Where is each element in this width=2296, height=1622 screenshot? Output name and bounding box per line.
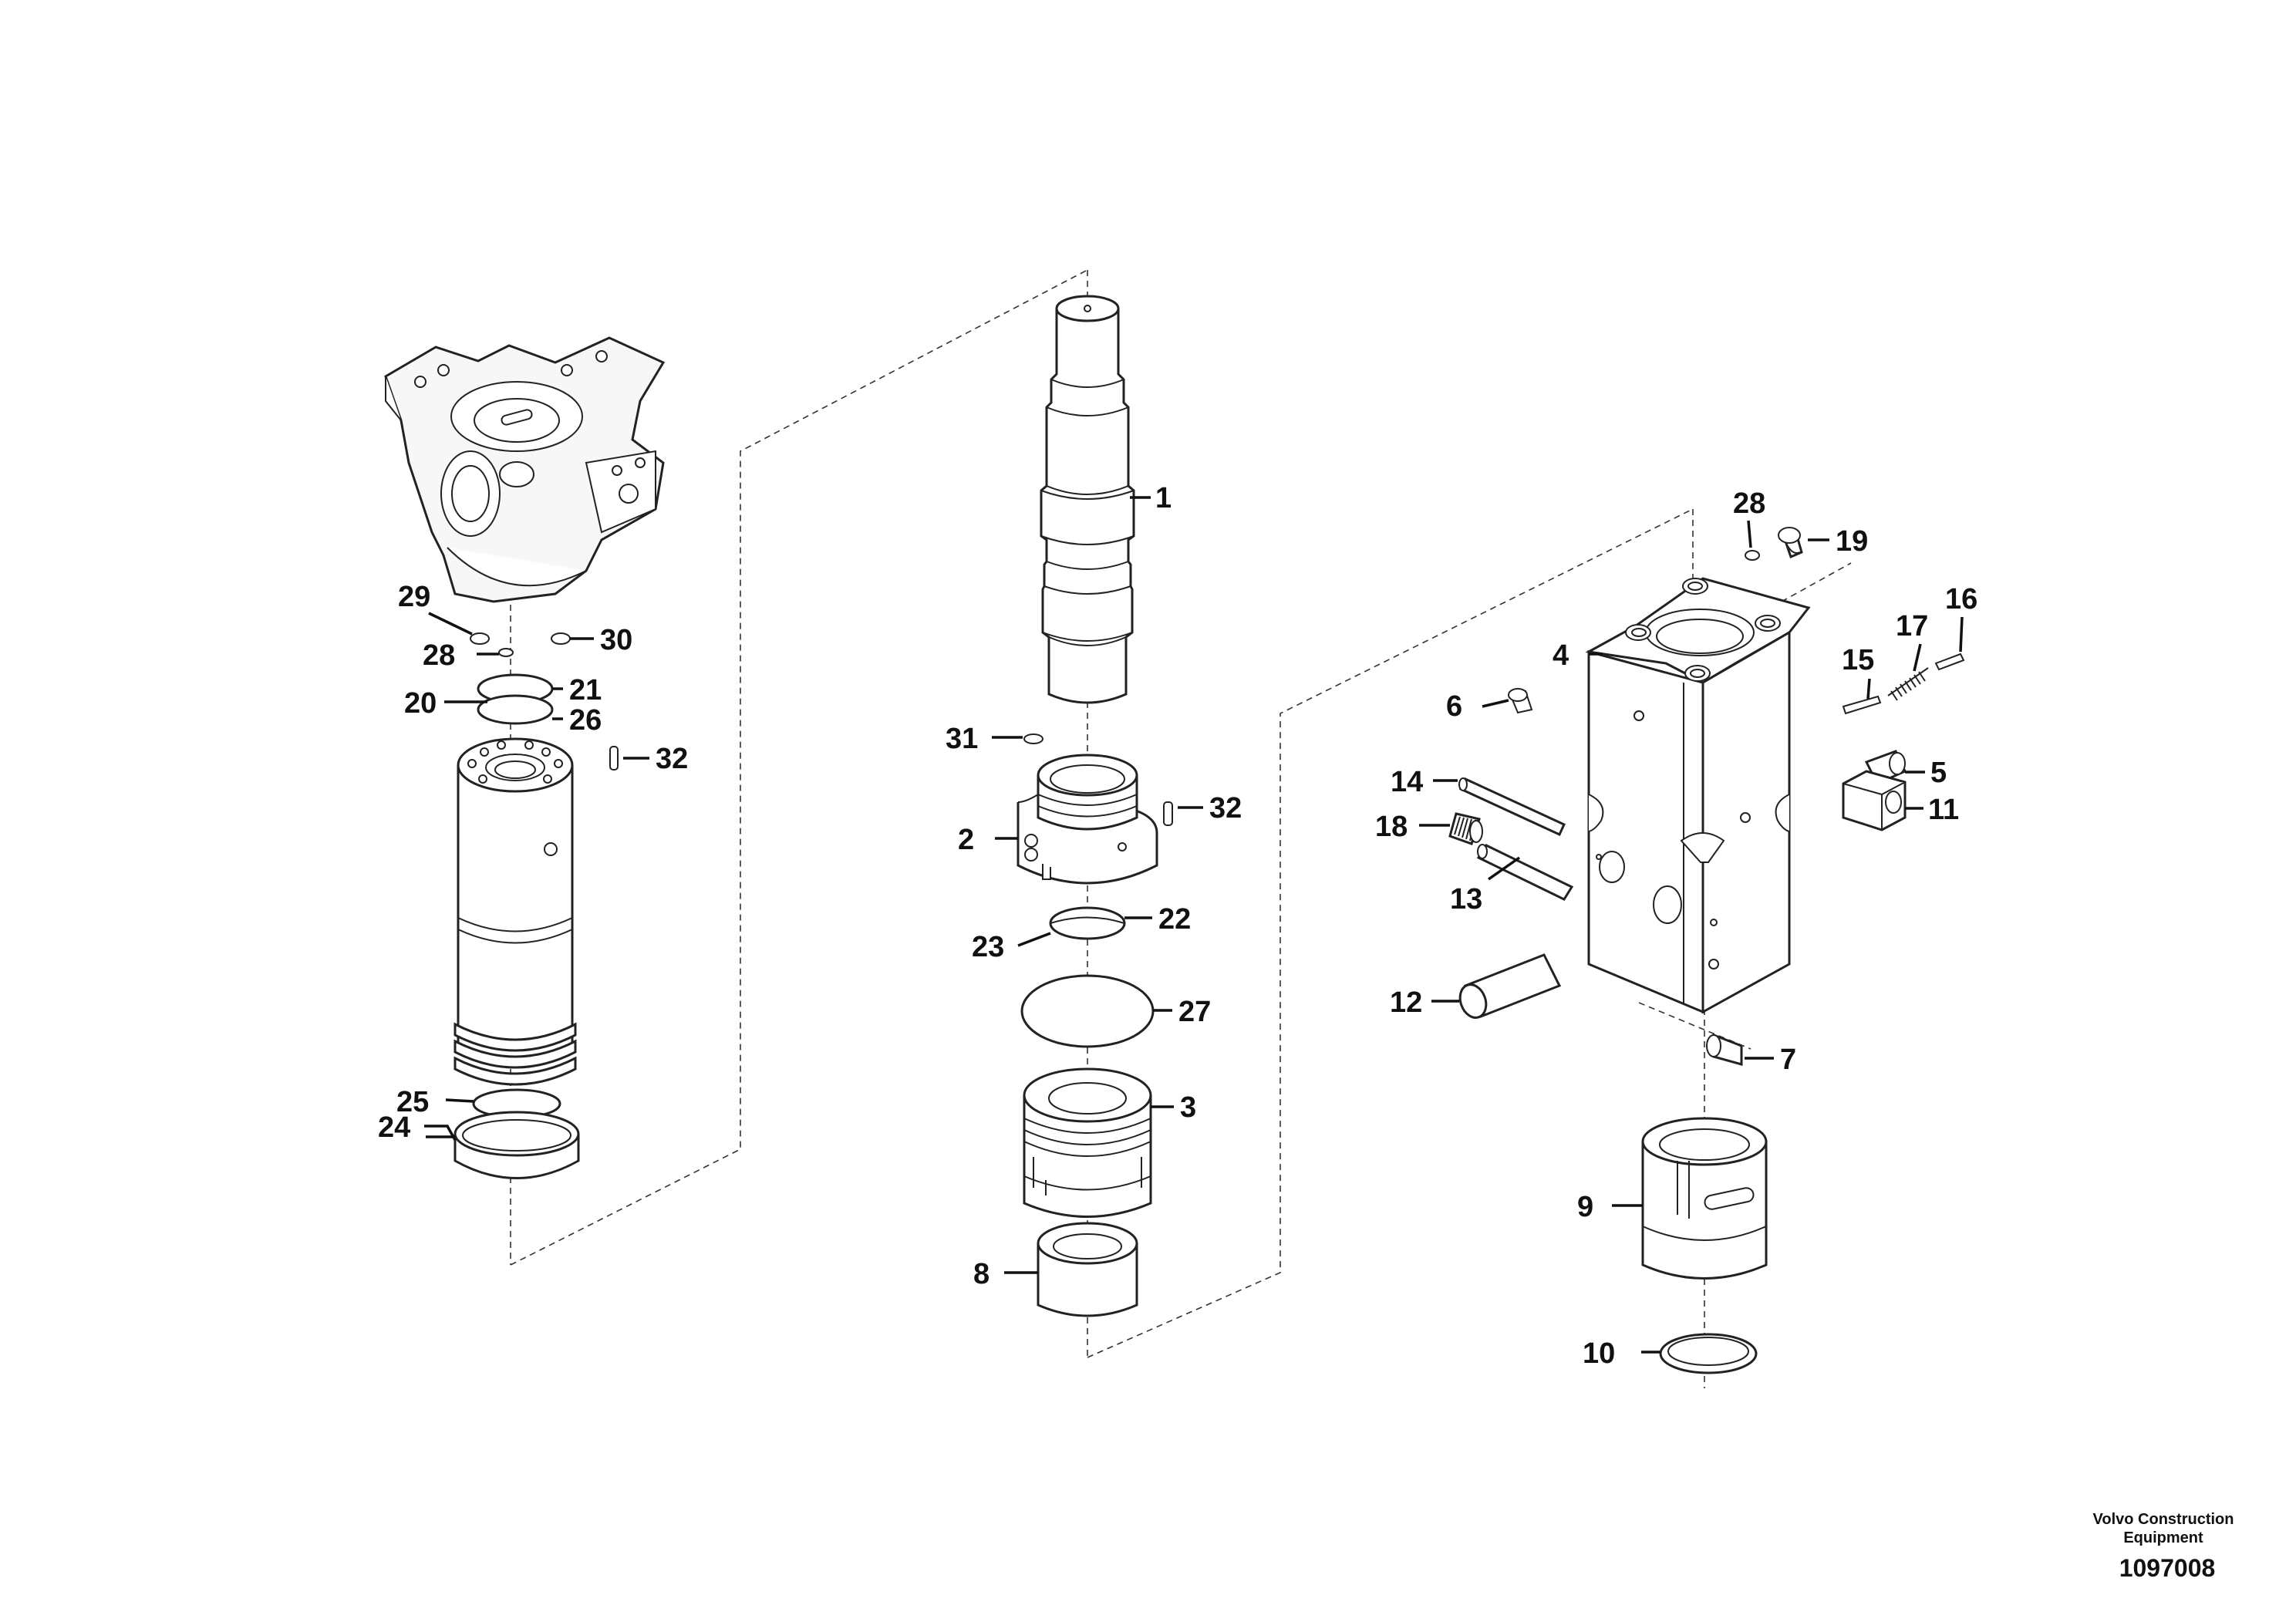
plug-6: [1508, 688, 1533, 714]
label-27: 27: [1178, 996, 1211, 1028]
label-12: 12: [1390, 986, 1422, 1019]
piston-guide: [1017, 754, 1158, 885]
bushing-8: [1037, 1222, 1138, 1317]
label-26: 26: [569, 704, 602, 737]
brand-line-2: Equipment: [2123, 1529, 2203, 1546]
front-head-housing: [384, 336, 666, 603]
pin-15: [1842, 695, 1882, 715]
label-25: 25: [396, 1086, 429, 1118]
brand-line-1: Volvo Construction: [2092, 1511, 2234, 1528]
label-24: 24: [378, 1111, 410, 1144]
label-7: 7: [1780, 1044, 1796, 1076]
o-ring-29: [470, 632, 490, 645]
label-11: 11: [1928, 794, 1959, 826]
o-ring-30: [551, 632, 571, 645]
label-21: 21: [569, 674, 602, 706]
plug-7: [1706, 1033, 1743, 1066]
o-ring-31: [1023, 733, 1043, 744]
label-3: 3: [1180, 1091, 1196, 1124]
label-23: 23: [972, 931, 1004, 963]
o-ring-28-right: [1745, 550, 1760, 561]
brand-name: Volvo Construction Equipment: [2044, 1510, 2283, 1547]
label-32-left: 32: [656, 743, 688, 775]
label-28-right: 28: [1733, 487, 1765, 520]
label-9: 9: [1577, 1191, 1593, 1223]
label-5: 5: [1930, 757, 1947, 789]
disc-27: [1020, 974, 1155, 1048]
piston: [1040, 295, 1135, 704]
label-22: 22: [1158, 903, 1191, 936]
o-ring-28-left: [498, 648, 514, 657]
label-4: 4: [1553, 639, 1569, 672]
label-32-middle: 32: [1209, 792, 1242, 824]
label-15: 15: [1842, 644, 1874, 676]
pin-16: [1934, 653, 1965, 671]
pin-13: [1476, 844, 1574, 901]
label-17: 17: [1896, 610, 1928, 642]
label-18: 18: [1375, 811, 1408, 843]
label-1: 1: [1155, 482, 1172, 514]
label-20: 20: [404, 687, 437, 720]
document-number: 1097008: [2119, 1554, 2216, 1582]
chisel-bushing-9: [1641, 1117, 1768, 1280]
plug-12: [1458, 953, 1562, 1019]
label-16: 16: [1945, 583, 1977, 615]
ring-22-23: [1049, 906, 1126, 940]
spring-17: [1887, 667, 1929, 701]
callout-labels: 1 2 3 4 5 6 7 8 9 10 11 12 13 14 15 16 1…: [378, 482, 1977, 1370]
block-11: [1842, 770, 1907, 831]
label-29: 29: [398, 581, 430, 613]
pin-14: [1458, 777, 1566, 836]
label-14: 14: [1391, 766, 1423, 798]
retaining-ring-10: [1659, 1333, 1758, 1374]
label-2: 2: [958, 824, 974, 856]
cylinder: [453, 737, 577, 1086]
bushing-3: [1023, 1067, 1152, 1218]
label-8: 8: [973, 1258, 990, 1290]
label-31: 31: [946, 723, 978, 755]
bushing-24: [453, 1111, 580, 1179]
label-28-left: 28: [423, 639, 455, 672]
cylinder-body-block: [1585, 577, 1811, 1014]
label-13: 13: [1450, 883, 1482, 916]
leader-lines: [424, 496, 1964, 1354]
pin-32-middle: [1163, 801, 1173, 826]
label-19: 19: [1836, 525, 1868, 558]
plug-19: [1778, 527, 1803, 559]
seal-ring-26: [477, 694, 554, 725]
label-30: 30: [600, 624, 632, 656]
label-6: 6: [1446, 690, 1462, 723]
label-10: 10: [1583, 1337, 1615, 1370]
pin-32-left: [609, 746, 619, 771]
spring-18: [1448, 812, 1483, 845]
